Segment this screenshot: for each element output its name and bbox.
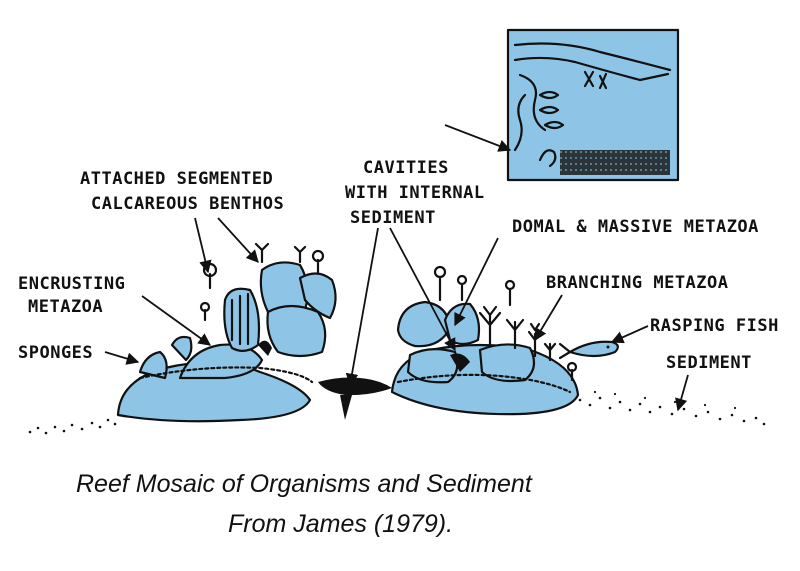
label-with-internal: WITH INTERNAL (345, 183, 485, 203)
caption-line-1: Reef Mosaic of Organisms and Sediment (76, 470, 533, 498)
label-sediment-cavity: SEDIMENT (350, 208, 436, 228)
label-calcareous-benthos: CALCAREOUS BENTHOS (91, 194, 284, 214)
label-branching-metazoa: BRANCHING METAZOA (546, 273, 729, 293)
label-rasping-fish: RASPING FISH (650, 316, 779, 336)
label-attached-segmented: ATTACHED SEGMENTED (80, 169, 273, 189)
sediment-dots (28, 390, 766, 435)
central-cavity (318, 377, 392, 420)
leader-lines (104, 124, 689, 412)
inset-detail (506, 28, 680, 182)
label-sediment: SEDIMENT (666, 353, 752, 373)
rasping-fish (558, 340, 619, 360)
label-encrusting: ENCRUSTING (18, 274, 125, 294)
left-reef-mound (116, 242, 337, 423)
label-cavities: CAVITIES (363, 158, 449, 178)
caption-line-2: From James (1979). (228, 510, 453, 538)
label-domal-massive-metazoa: DOMAL & MASSIVE METAZOA (512, 217, 759, 237)
label-sponges: SPONGES (18, 343, 93, 363)
label-encrusting-metazoa: METAZOA (28, 297, 103, 317)
